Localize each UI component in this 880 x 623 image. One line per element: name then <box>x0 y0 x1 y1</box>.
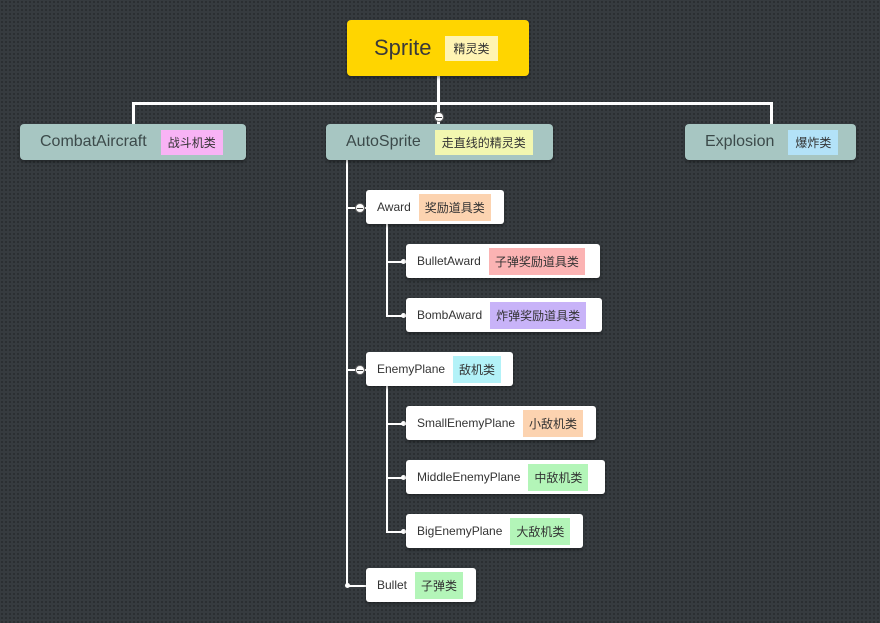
connector-bigenemy <box>386 531 406 533</box>
connector-bullet <box>346 585 366 587</box>
node-middleenemyplane[interactable]: MiddleEnemyPlane 中敌机类 <box>406 460 605 494</box>
node-tag: 战斗机类 <box>160 129 223 155</box>
connector-smallenemy <box>386 423 406 425</box>
connector-explosion <box>770 102 773 124</box>
connector-dot-icon <box>401 421 406 426</box>
node-label: EnemyPlane <box>377 362 446 376</box>
connector-middleenemy <box>386 477 406 479</box>
node-tag: 子弹类 <box>415 571 464 599</box>
node-bigenemyplane[interactable]: BigEnemyPlane 大敌机类 <box>406 514 583 548</box>
node-tag: 小敌机类 <box>523 409 584 437</box>
node-tag: 中敌机类 <box>528 463 589 491</box>
node-tag: 炸弹奖励道具类 <box>490 301 587 329</box>
node-tag: 子弹奖励道具类 <box>488 247 585 275</box>
connector-dot-icon <box>345 583 350 588</box>
node-tag: 走直线的精灵类 <box>434 129 533 155</box>
node-autosprite[interactable]: AutoSprite 走直线的精灵类 <box>326 124 553 160</box>
collapse-toggle-icon[interactable] <box>434 112 444 122</box>
node-tag: 奖励道具类 <box>418 193 491 221</box>
node-label: Award <box>377 200 411 214</box>
collapse-toggle-icon[interactable] <box>355 203 365 213</box>
node-label: Explosion <box>705 133 775 150</box>
node-combataircraft[interactable]: CombatAircraft 战斗机类 <box>20 124 246 160</box>
node-label: AutoSprite <box>346 133 421 150</box>
node-tag: 大敌机类 <box>510 517 571 545</box>
node-tag: 爆炸类 <box>788 129 839 155</box>
node-label: Bullet <box>377 578 408 592</box>
connector-bombaward <box>386 315 406 317</box>
node-label: SmallEnemyPlane <box>417 416 516 430</box>
node-enemyplane[interactable]: EnemyPlane 敌机类 <box>366 352 513 386</box>
connector-dot-icon <box>401 529 406 534</box>
connector-root-down <box>437 76 440 102</box>
node-label: CombatAircraft <box>40 133 147 150</box>
connector-award-trunk <box>386 224 388 316</box>
connector-level1-bar <box>132 102 773 105</box>
node-smallenemyplane[interactable]: SmallEnemyPlane 小敌机类 <box>406 406 596 440</box>
node-explosion[interactable]: Explosion 爆炸类 <box>685 124 856 160</box>
connector-dot-icon <box>401 475 406 480</box>
connector-dot-icon <box>401 313 406 318</box>
node-label: BulletAward <box>417 254 481 268</box>
node-label: MiddleEnemyPlane <box>417 470 521 484</box>
node-tag: 精灵类 <box>445 35 498 61</box>
node-label: Sprite <box>374 35 432 60</box>
connector-autosprite-trunk <box>346 160 348 586</box>
node-tag: 敌机类 <box>453 355 502 383</box>
collapse-toggle-icon[interactable] <box>355 365 365 375</box>
node-label: BombAward <box>417 308 483 322</box>
connector-enemy-trunk <box>386 386 388 532</box>
node-sprite[interactable]: Sprite 精灵类 <box>347 20 529 76</box>
connector-combataircraft <box>132 102 135 124</box>
connector-dot-icon <box>401 259 406 264</box>
node-bullet[interactable]: Bullet 子弹类 <box>366 568 476 602</box>
node-award[interactable]: Award 奖励道具类 <box>366 190 504 224</box>
node-bombaward[interactable]: BombAward 炸弹奖励道具类 <box>406 298 602 332</box>
connector-bulletaward <box>386 261 406 263</box>
node-label: BigEnemyPlane <box>417 524 503 538</box>
node-bulletaward[interactable]: BulletAward 子弹奖励道具类 <box>406 244 600 278</box>
